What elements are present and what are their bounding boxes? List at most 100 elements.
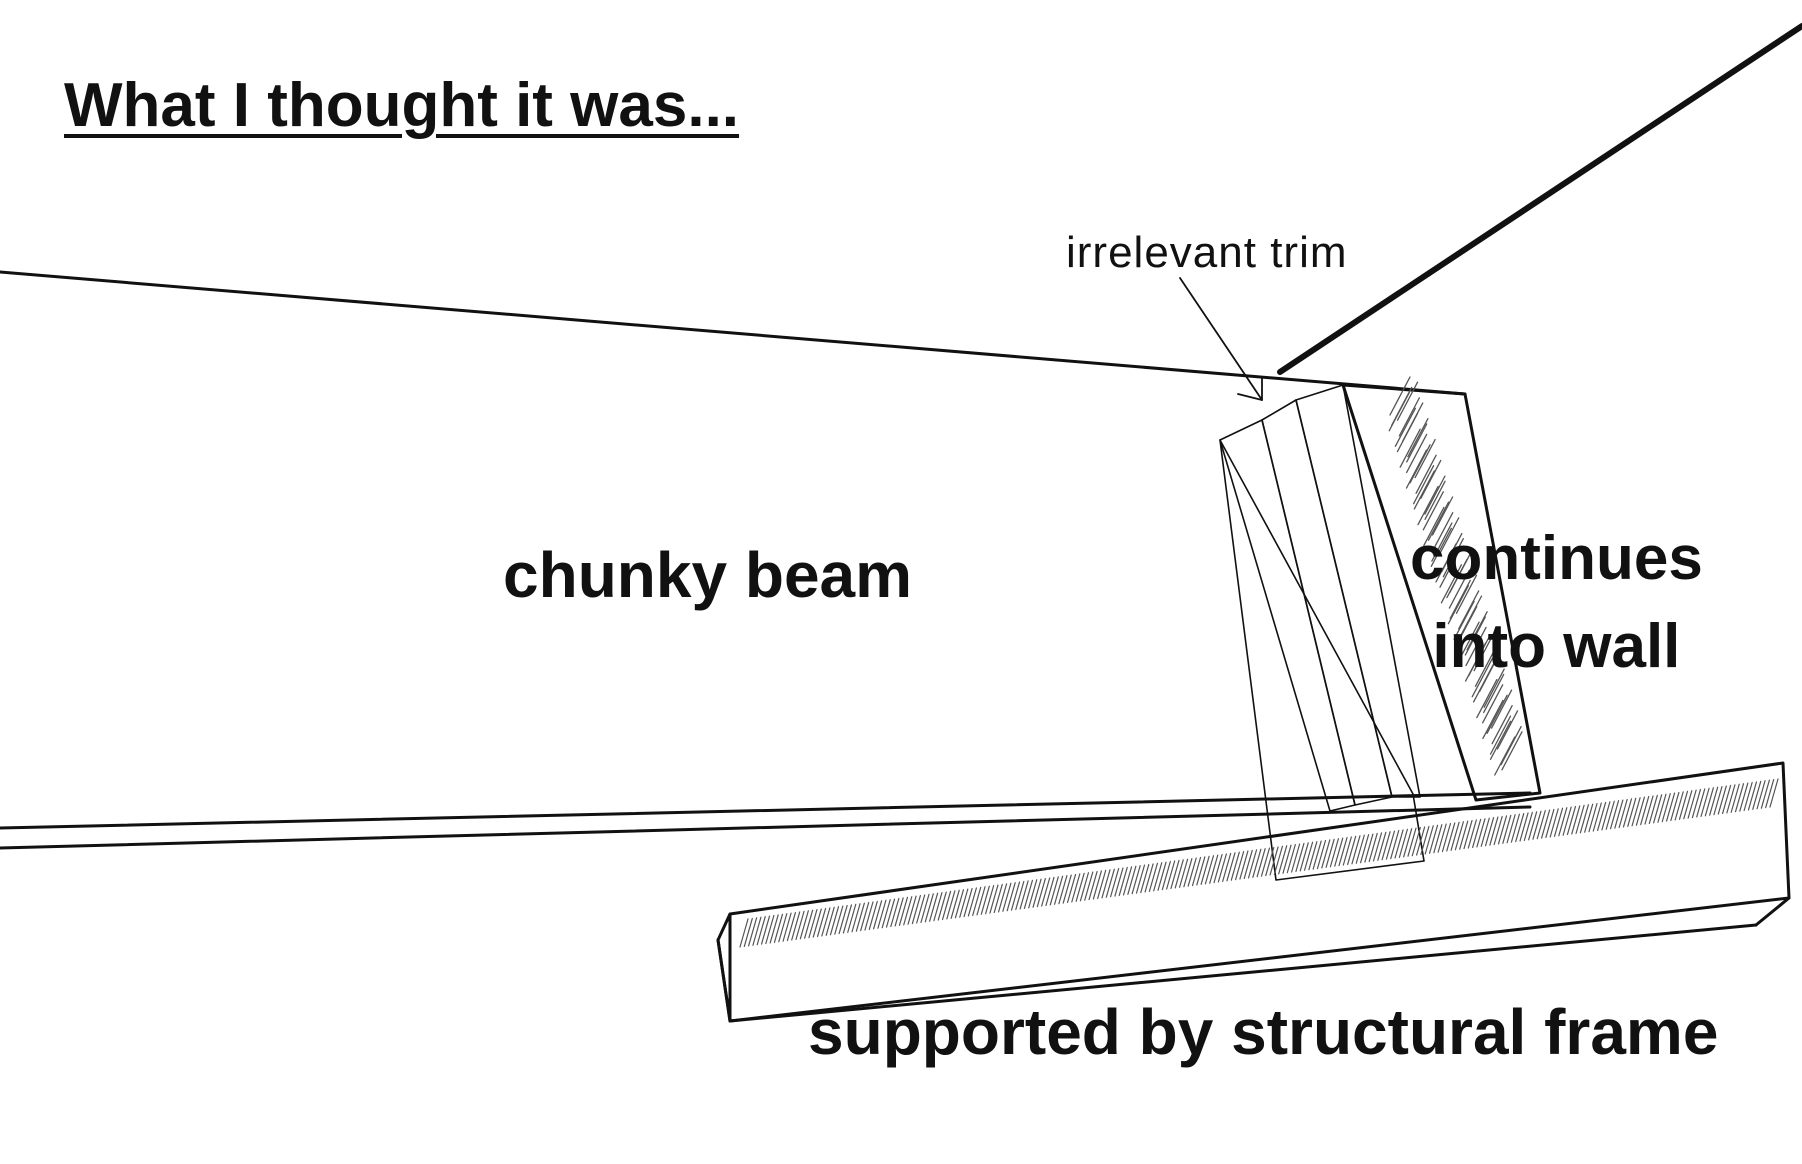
hatch-stroke bbox=[782, 912, 792, 942]
hatch-stroke bbox=[1486, 694, 1508, 734]
hatch-stroke bbox=[1519, 812, 1529, 842]
hatch-stroke bbox=[804, 909, 814, 939]
chunky-beam-label: chunky beam bbox=[503, 539, 913, 611]
hatch-stroke bbox=[1459, 820, 1469, 850]
hatch-stroke bbox=[1416, 826, 1426, 856]
hatch-stroke bbox=[838, 904, 848, 935]
hatch-stroke bbox=[1342, 836, 1352, 866]
hatch-stroke bbox=[1739, 782, 1749, 812]
hatch-stroke bbox=[1019, 880, 1029, 910]
hatch-stroke bbox=[860, 901, 870, 932]
hatch-stroke bbox=[1351, 835, 1361, 865]
hatch-stroke bbox=[1454, 821, 1464, 851]
hatch-stroke bbox=[1413, 470, 1435, 510]
frame-hatching bbox=[739, 778, 1779, 948]
hatch-stroke bbox=[1558, 807, 1568, 837]
beam-bottom-edge-lower bbox=[0, 805, 1532, 850]
hatch-stroke bbox=[1482, 699, 1504, 740]
hatch-stroke bbox=[1665, 792, 1676, 822]
hatch-stroke bbox=[1010, 881, 1021, 911]
hatch-stroke bbox=[1483, 668, 1505, 708]
hatch-stroke bbox=[1359, 834, 1370, 864]
hatch-stroke bbox=[911, 894, 921, 925]
hatch-stroke bbox=[1618, 798, 1628, 829]
hatch-stroke bbox=[1131, 865, 1141, 895]
hatch-stroke bbox=[1484, 817, 1495, 847]
hatch-stroke bbox=[1446, 558, 1468, 599]
hatch-stroke bbox=[829, 906, 840, 936]
hatch-stroke bbox=[963, 887, 973, 918]
hatch-stroke bbox=[1389, 376, 1411, 416]
hatch-stroke bbox=[1491, 705, 1513, 745]
hatch-stroke bbox=[1448, 569, 1471, 609]
hatch-stroke bbox=[1687, 789, 1697, 819]
hatch-stroke bbox=[967, 887, 978, 917]
hatch-stroke bbox=[1588, 803, 1598, 833]
hatch-stroke bbox=[1355, 834, 1365, 864]
hatch-stroke bbox=[1497, 815, 1508, 845]
hatch-stroke bbox=[1403, 828, 1413, 858]
hatch-stroke bbox=[743, 917, 753, 948]
hatch-stroke bbox=[1483, 673, 1505, 714]
hatch-stroke bbox=[1079, 872, 1090, 902]
hatch-stroke bbox=[1579, 804, 1589, 834]
hatch-stroke bbox=[1446, 822, 1456, 852]
hatch-stroke bbox=[1734, 783, 1745, 813]
hatch-stroke bbox=[1601, 801, 1611, 831]
hatch-stroke bbox=[752, 916, 762, 946]
hatch-stroke bbox=[1438, 517, 1460, 557]
hatch-stroke bbox=[950, 889, 960, 919]
hatch-stroke bbox=[1752, 780, 1762, 810]
hatch-stroke bbox=[1640, 795, 1650, 826]
hatch-stroke bbox=[1398, 828, 1408, 858]
hatch-stroke bbox=[1713, 786, 1723, 816]
hatch-stroke bbox=[907, 895, 917, 925]
hatch-stroke bbox=[1148, 862, 1159, 892]
hatch-stroke bbox=[898, 896, 909, 926]
hatch-stroke bbox=[1368, 832, 1378, 863]
hatch-stroke bbox=[773, 913, 784, 943]
hatch-stroke bbox=[1420, 825, 1430, 856]
hatch-stroke bbox=[1247, 849, 1258, 879]
hatch-stroke bbox=[1566, 805, 1577, 836]
hatch-stroke bbox=[1730, 783, 1740, 813]
hatch-stroke bbox=[929, 892, 939, 922]
hatch-stroke bbox=[1575, 804, 1585, 834]
hatch-stroke bbox=[1460, 595, 1483, 635]
hatch-stroke bbox=[1183, 858, 1193, 888]
hatch-stroke bbox=[1122, 866, 1133, 896]
hatch-stroke bbox=[980, 885, 990, 915]
hatch-stroke bbox=[1605, 800, 1615, 830]
hatch-stroke bbox=[1394, 407, 1417, 447]
hatch-stroke bbox=[1347, 835, 1357, 866]
hatch-stroke bbox=[1153, 862, 1163, 892]
end-face-hatching bbox=[1388, 376, 1523, 776]
hatch-stroke bbox=[1743, 781, 1753, 812]
hatch-stroke bbox=[1709, 786, 1719, 816]
hatch-stroke bbox=[1105, 868, 1115, 898]
hatch-stroke bbox=[1256, 848, 1266, 878]
ceiling-line bbox=[1277, 23, 1802, 375]
hatch-stroke bbox=[765, 914, 775, 945]
hatch-stroke bbox=[1471, 658, 1493, 698]
hatch-stroke bbox=[1502, 814, 1512, 844]
hatch-stroke bbox=[1747, 781, 1758, 811]
structural-frame-label: supported by structural frame bbox=[808, 996, 1719, 1068]
hatch-stroke bbox=[872, 900, 883, 930]
hatch-stroke bbox=[1252, 848, 1262, 878]
hatch-stroke bbox=[1442, 538, 1464, 578]
hatch-stroke bbox=[1045, 876, 1055, 907]
hatch-stroke bbox=[816, 907, 827, 938]
hatch-stroke bbox=[1308, 841, 1318, 871]
hatch-stroke bbox=[1157, 861, 1167, 891]
hatch-stroke bbox=[946, 890, 956, 920]
hatch-stroke bbox=[1476, 678, 1498, 719]
hatch-stroke bbox=[1066, 873, 1077, 904]
hatch-stroke bbox=[1101, 869, 1111, 899]
hatch-stroke bbox=[1049, 876, 1059, 906]
hatch-stroke bbox=[799, 910, 809, 940]
hatch-stroke bbox=[993, 883, 1003, 914]
hatch-stroke bbox=[1282, 844, 1292, 874]
hatch-stroke bbox=[1412, 465, 1435, 505]
